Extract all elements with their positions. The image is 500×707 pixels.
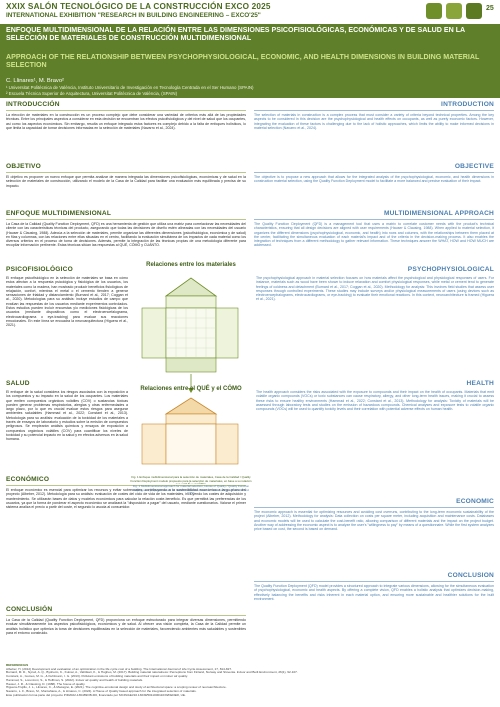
multidimensional-heading-en: MULTIDIMENSIONAL APPROACH (383, 210, 494, 217)
intro-heading-es: INTRODUCCIÓN (6, 101, 60, 108)
what-column (141, 307, 167, 359)
divider (254, 172, 494, 173)
economic-heading-es: ECONÓMICO (6, 476, 50, 483)
divider (6, 172, 246, 173)
health-text-es: El enfoque de la salud considera los rie… (6, 390, 128, 442)
conclusion-heading-es: CONCLUSIÓN (6, 606, 53, 613)
conclusion-heading-en: CONCLUSION (447, 572, 494, 579)
reference-item: Burnard, M. D., Nyrud, A. Q., Bysheim, K… (6, 670, 298, 675)
figure-caption-en: Fig. 1 Multidimensional approach for mat… (132, 485, 250, 493)
objective-heading-es: OBJETIVO (6, 163, 41, 170)
figure-label-bottom: Relaciones entre el QUÉ y el CÓMO (140, 386, 242, 392)
divider (6, 615, 246, 616)
affiliation-2: ² Escuela Técnica Superior de Arquitectu… (6, 91, 178, 96)
references: REFERENCIAS Albeber, H. (2012) Developme… (6, 663, 494, 697)
multidimensional-text-es: La Casa de la Calidad (Quality Function … (6, 222, 246, 248)
qfd-figure: Relaciones entre los materiales Relaci (132, 262, 250, 474)
how-much-row (165, 357, 217, 373)
objective-heading-en: OBJECTIVE (454, 163, 494, 170)
reference-item: Higuera-Trujillo, J. L., Llinares, C., &… (6, 685, 227, 690)
divider (6, 219, 246, 220)
multidimensional-text-en: The Quality Function Deployment (QFD) is… (254, 222, 494, 248)
exco-logo-icon (426, 3, 442, 19)
reference-item: Navarro, L. F., Bravo, M., Montañana, A.… (6, 688, 197, 693)
matrix-grid (166, 308, 216, 358)
header-line-2: INTERNATIONAL EXHIBITION "RESEARCH IN BU… (6, 12, 261, 19)
relationship-matrix (165, 307, 217, 359)
how-row (165, 295, 217, 309)
authors: C. Llinares¹, M. Bravo² (6, 78, 64, 84)
funding-note: Este publicación forma parte del proyect… (6, 692, 186, 697)
roof-triangle (164, 277, 218, 297)
competitive-column (215, 307, 239, 359)
figure-label-top: Relaciones entre los materiales (146, 262, 236, 268)
objective-text-es: El objetivo es proponer un nuevo enfoque… (6, 175, 246, 188)
competitive-column-2 (215, 423, 239, 465)
divider (254, 219, 494, 220)
reference-item: Hauser, J. R., & Clausing, D. (1988). Th… (6, 681, 86, 686)
institute-logo-icon (466, 3, 482, 19)
psycho-text-en: The psychophysiological approach in mate… (256, 276, 494, 302)
title-spanish: ENFOQUE MULTIDIMENSIONAL DE LA RELACIÓN … (6, 26, 465, 43)
logo-number: 25 (486, 5, 494, 12)
multidimensional-heading-es: ENFOQUE MULTIDIMENSIONAL (6, 210, 112, 217)
conclusion-text-en: The Quality Function Deployment (QFD) mo… (254, 584, 494, 601)
psycho-heading-en: PSYCHOPHYSIOLOGICAL (407, 266, 494, 273)
house-of-quality-diagram (141, 277, 239, 465)
what-column-2 (141, 423, 167, 465)
economic-text-es: El enfoque económico es esencial para op… (6, 488, 246, 510)
references-heading: REFERENCIAS (6, 663, 29, 667)
roof-triangle-2 (164, 397, 218, 415)
arrow-head-icon (188, 388, 194, 393)
how-row-2 (165, 413, 217, 425)
divider (254, 110, 494, 111)
header-line-1: XXIX SALÓN TECNOLÓGICO DE LA CONSTRUCCIÓ… (6, 2, 271, 11)
affiliation-1: ¹ Universitat Politècnica de València, I… (6, 85, 254, 90)
poster-header: XXIX SALÓN TECNOLÓGICO DE LA CONSTRUCCIÓ… (0, 0, 500, 28)
intro-text-es: La elección de materiales en la construc… (6, 113, 246, 130)
title-english: APPROACH OF THE RELATIONSHIP BETWEEN PSY… (6, 53, 480, 70)
economic-text-en: The economic approach is essential for o… (254, 510, 494, 532)
health-text-en: The health approach considers the risks … (256, 390, 494, 412)
health-heading-es: SALUD (6, 380, 30, 387)
figure-caption-es: Fig. 1 Enfoque multidimensional para la … (130, 476, 252, 484)
upv-logo-icon (446, 3, 462, 19)
title-bar: ENFOQUE MULTIDIMENSIONAL DE LA RELACIÓN … (0, 24, 500, 98)
health-heading-en: HEALTH (466, 380, 494, 387)
divider (6, 110, 246, 111)
divider (6, 485, 246, 486)
intro-heading-en: INTRODUCTION (441, 101, 494, 108)
conclusion-text-es: La Casa de la Calidad (Quality Function … (6, 618, 246, 635)
reference-item: Albeber, H. (2012) Development and evalu… (6, 666, 232, 671)
intro-text-en: The selection of materials in constructi… (254, 113, 494, 130)
psycho-heading-es: PSICOFISIOLÓGICO (6, 266, 73, 273)
objective-text-en: The objective is to propose a new approa… (254, 175, 494, 184)
divider (254, 507, 494, 508)
reference-item: Hammad, S., Lorenzoni, S., & Hoffman, S.… (6, 677, 143, 682)
divider (254, 581, 494, 582)
relationship-matrix-2 (165, 423, 217, 465)
reference-item: Constant, A., Gomes, M. G., & Kuhlmann, … (6, 674, 188, 679)
economic-heading-en: ECONOMIC (456, 498, 494, 505)
psycho-text-es: El enfoque psicofisiológico en la selecc… (6, 276, 128, 328)
